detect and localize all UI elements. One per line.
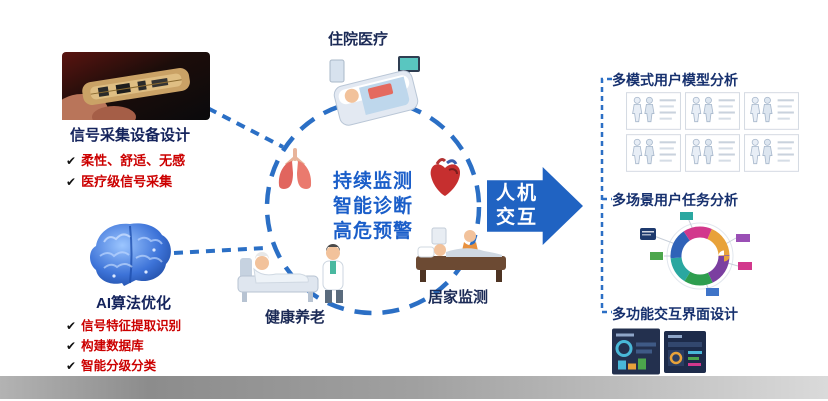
user-model-card <box>685 92 740 130</box>
checkmark-icon: ✔ <box>66 339 77 353</box>
interface-screenshot-2 <box>664 331 706 373</box>
user-model-card <box>626 134 681 172</box>
list-item-label: 柔性、舒适、无感 <box>81 153 186 168</box>
list-item: ✔ 构建数据库 <box>66 336 181 356</box>
sensor-checklist: ✔ 柔性、舒适、无感 ✔ 医疗级信号采集 <box>66 150 185 192</box>
list-item: ✔ 柔性、舒适、无感 <box>66 150 185 171</box>
scene-label-hospital: 住院医疗 <box>327 31 388 48</box>
user-model-card <box>744 134 799 172</box>
user-model-card <box>685 134 740 172</box>
list-item-label: 信号特征提取识别 <box>81 319 182 333</box>
right-item-title-model-analysis: 多模式用户模型分析 <box>612 72 738 88</box>
lungs-icon <box>276 148 314 192</box>
interface-screenshot-1 <box>612 328 660 375</box>
list-item-label: 医疗级信号采集 <box>81 174 173 189</box>
right-bracket-connector <box>600 77 612 314</box>
checkmark-icon: ✔ <box>66 319 77 333</box>
bottom-gradient-bar <box>0 376 828 399</box>
core-message: 持续监测 智能诊断 高危预警 <box>316 169 430 244</box>
checkmark-icon: ✔ <box>66 175 77 189</box>
checkmark-icon: ✔ <box>66 359 77 373</box>
checkmark-icon: ✔ <box>66 154 77 168</box>
user-model-card <box>744 92 799 130</box>
user-model-card-grid <box>626 92 799 172</box>
scene-label-home: 居家监测 <box>427 289 488 306</box>
hmi-arrow-label-line2: 交互 <box>495 207 538 228</box>
list-item: ✔ 医疗级信号采集 <box>66 171 185 192</box>
flexible-sensor-photo <box>62 52 210 120</box>
right-item-title-interface-design: 多功能交互界面设计 <box>612 306 738 322</box>
hmi-arrow-label-line1: 人机 <box>495 183 538 204</box>
home-monitoring-illustration <box>412 220 512 284</box>
heart-icon <box>427 156 463 198</box>
ai-brain-icon <box>84 220 176 290</box>
ai-checklist: ✔ 信号特征提取识别 ✔ 构建数据库 ✔ 智能分级分类 <box>66 316 181 376</box>
right-item-title-task-analysis: 多场景用户任务分析 <box>612 192 738 208</box>
sensor-section-title: 信号采集设备设计 <box>70 127 191 144</box>
list-item-label: 构建数据库 <box>81 339 144 353</box>
task-analysis-diagram <box>638 210 756 302</box>
core-line-1: 持续监测 <box>332 171 413 192</box>
list-item-label: 智能分级分类 <box>81 359 157 373</box>
list-item: ✔ 信号特征提取识别 <box>66 316 181 336</box>
core-line-2: 智能诊断 <box>332 196 413 217</box>
core-line-3: 高危预警 <box>332 221 413 242</box>
dashed-circle <box>264 98 482 316</box>
user-model-card <box>626 92 681 130</box>
scene-label-elderly: 健康养老 <box>264 309 325 326</box>
ai-section-title: AI算法优化 <box>96 295 172 312</box>
list-item: ✔ 智能分级分类 <box>66 356 181 376</box>
elderly-care-illustration <box>236 236 352 306</box>
hospital-bed-illustration <box>326 50 426 135</box>
